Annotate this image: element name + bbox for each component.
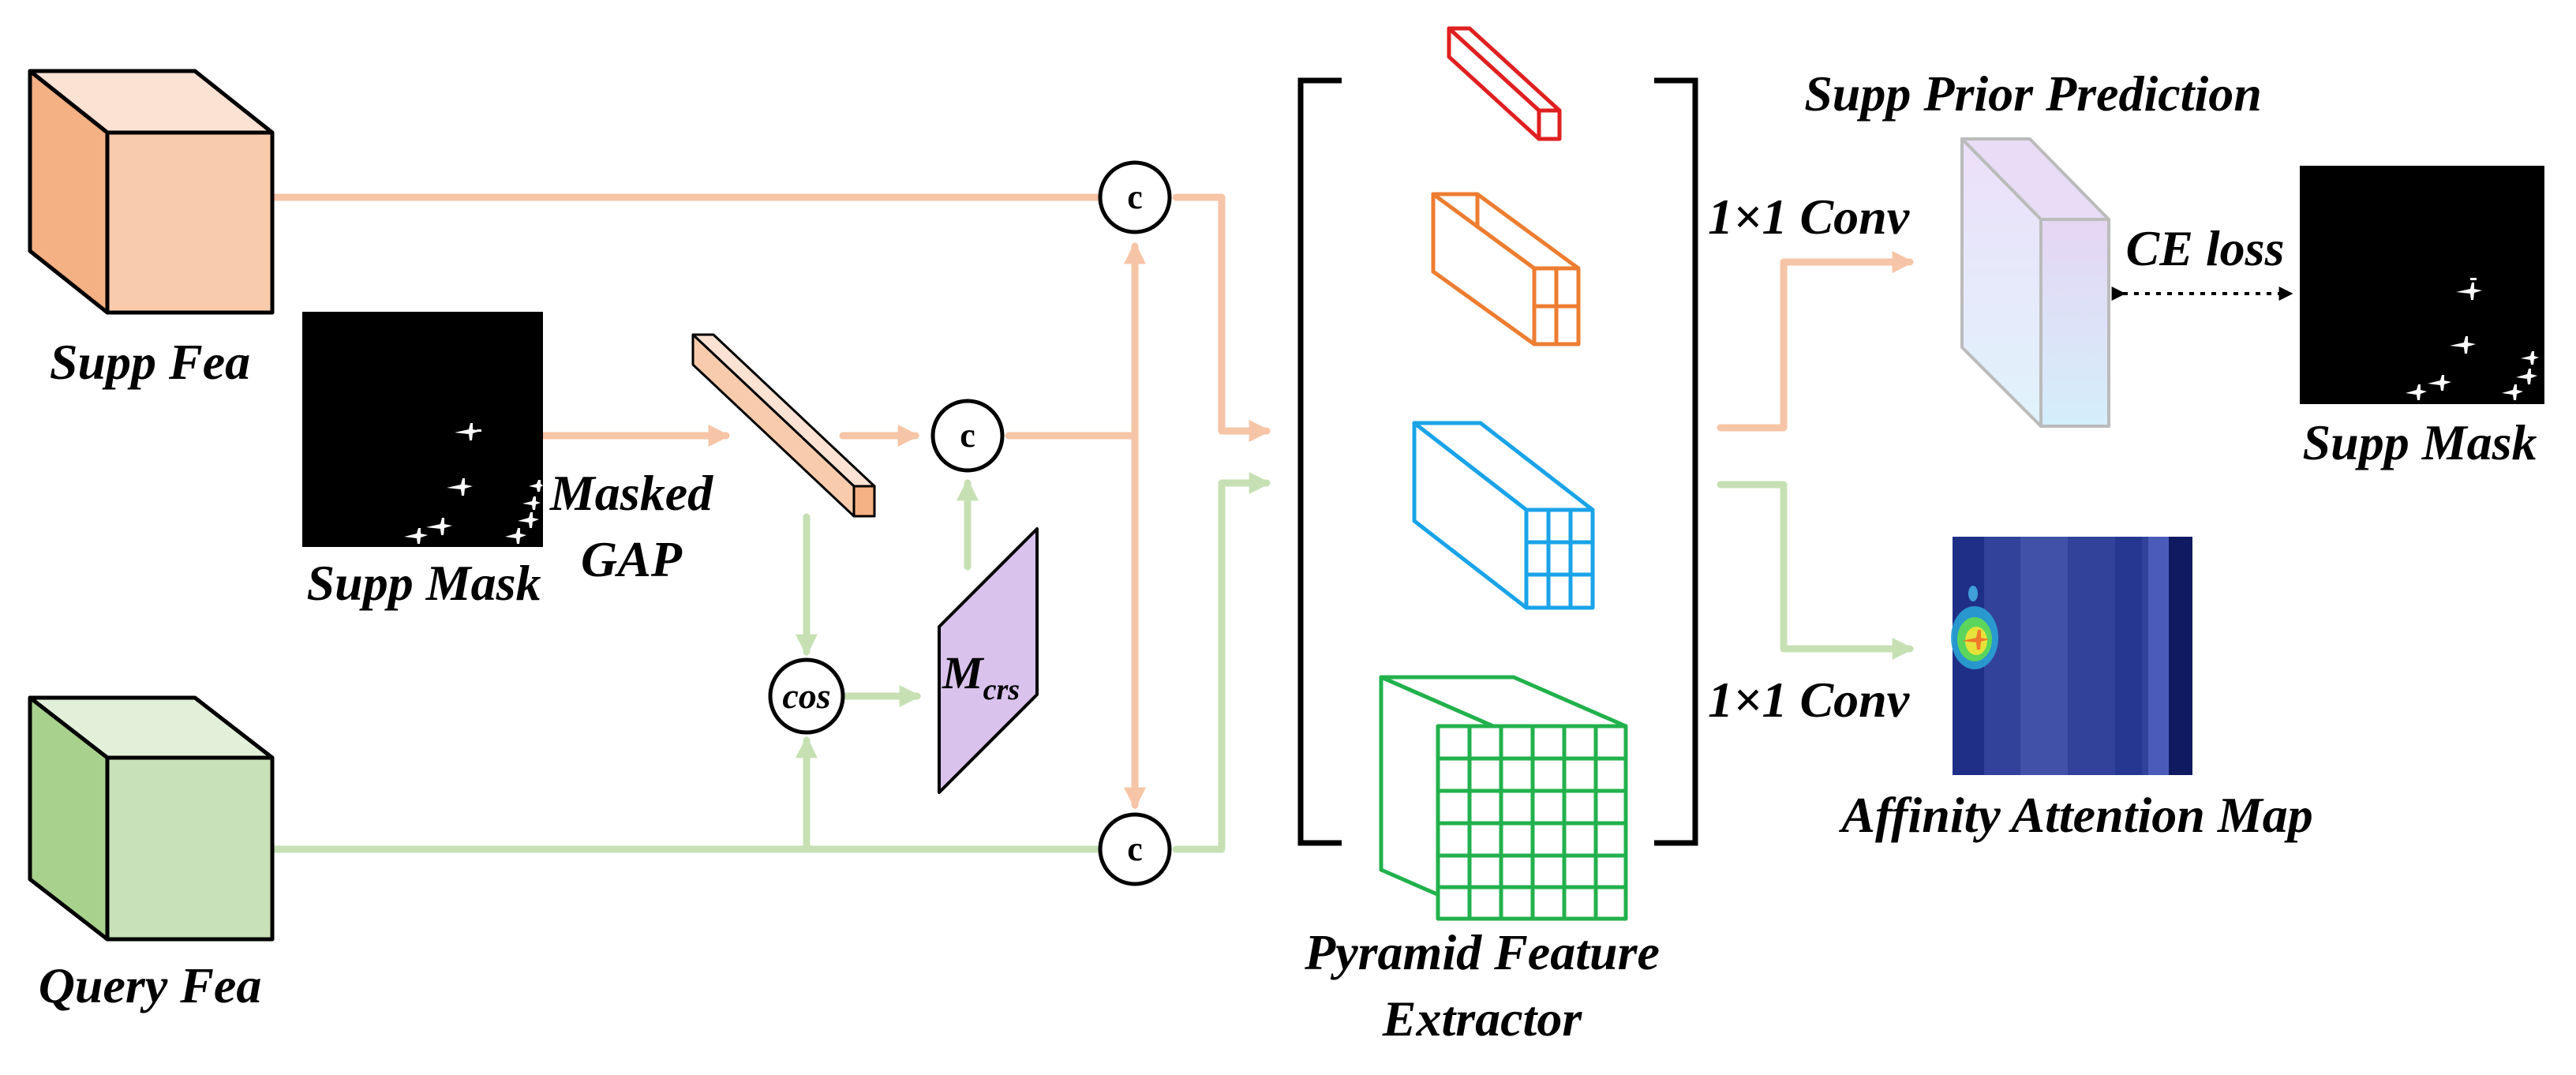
- masked-label: Masked: [549, 465, 713, 521]
- bracket-left: [1297, 77, 1342, 846]
- supp-mask-image: [302, 312, 543, 547]
- masked-gap-bar: [691, 333, 876, 518]
- flow-lines: [268, 193, 1915, 853]
- bottom-concat-out-line: [1172, 472, 1271, 853]
- pyramid-label-line2: Extractor: [1382, 991, 1583, 1047]
- m-crs-label: Mcrs: [942, 647, 1020, 706]
- to-affinity-line: [1717, 481, 1915, 660]
- pyramid-level-4: [1379, 675, 1628, 921]
- pyramid-label-line1: Pyramid Feature: [1304, 924, 1660, 980]
- supp-fea-label: Supp Fea: [50, 334, 250, 390]
- query-fea-label: Query Fea: [39, 957, 262, 1013]
- top-concat-out-line: [1172, 193, 1271, 442]
- supp-mask-left-label: Supp Mask: [307, 555, 541, 611]
- concat-bottom: c: [1098, 812, 1172, 886]
- supp-mask-right-label: Supp Mask: [2303, 414, 2537, 470]
- to-prior-line: [1717, 251, 1915, 432]
- plane-silhouettes: [404, 423, 543, 544]
- concat-top: c: [1098, 160, 1172, 234]
- conv-top-label: 1×1 Conv: [1708, 189, 1910, 245]
- supp-prior-label: Supp Prior Prediction: [1804, 66, 2262, 122]
- concat-mid-label: c: [960, 416, 975, 455]
- query-fea-cube: [28, 695, 275, 942]
- ce-loss-label: CE loss: [2126, 220, 2285, 276]
- gap-label: GAP: [581, 531, 683, 587]
- cos-node: cos: [768, 657, 845, 735]
- pyramid-level-3: [1412, 421, 1595, 610]
- supp-mask-right-image: [2300, 166, 2544, 404]
- affinity-label: Affinity Attention Map: [1838, 787, 2312, 843]
- m-crs-block: Mcrs: [938, 527, 1039, 794]
- m-crs-sub: crs: [983, 673, 1020, 706]
- pyramid-level-2: [1431, 192, 1581, 346]
- concat-top-label: c: [1127, 178, 1143, 216]
- cos-label: cos: [782, 676, 830, 716]
- m-crs-main: M: [942, 647, 985, 699]
- conv-bottom-label: 1×1 Conv: [1708, 672, 1910, 728]
- bracket-right: [1654, 77, 1698, 846]
- affinity-map-image: [1951, 537, 2192, 775]
- concat-bottom-label: c: [1127, 830, 1143, 868]
- pyramid-bracket: [1297, 77, 1698, 846]
- supp-fea-cube: [28, 69, 275, 315]
- concat-mid: c: [930, 399, 1005, 473]
- supp-prior-block: [1960, 137, 2110, 428]
- pyramid-level-1: [1447, 26, 1562, 141]
